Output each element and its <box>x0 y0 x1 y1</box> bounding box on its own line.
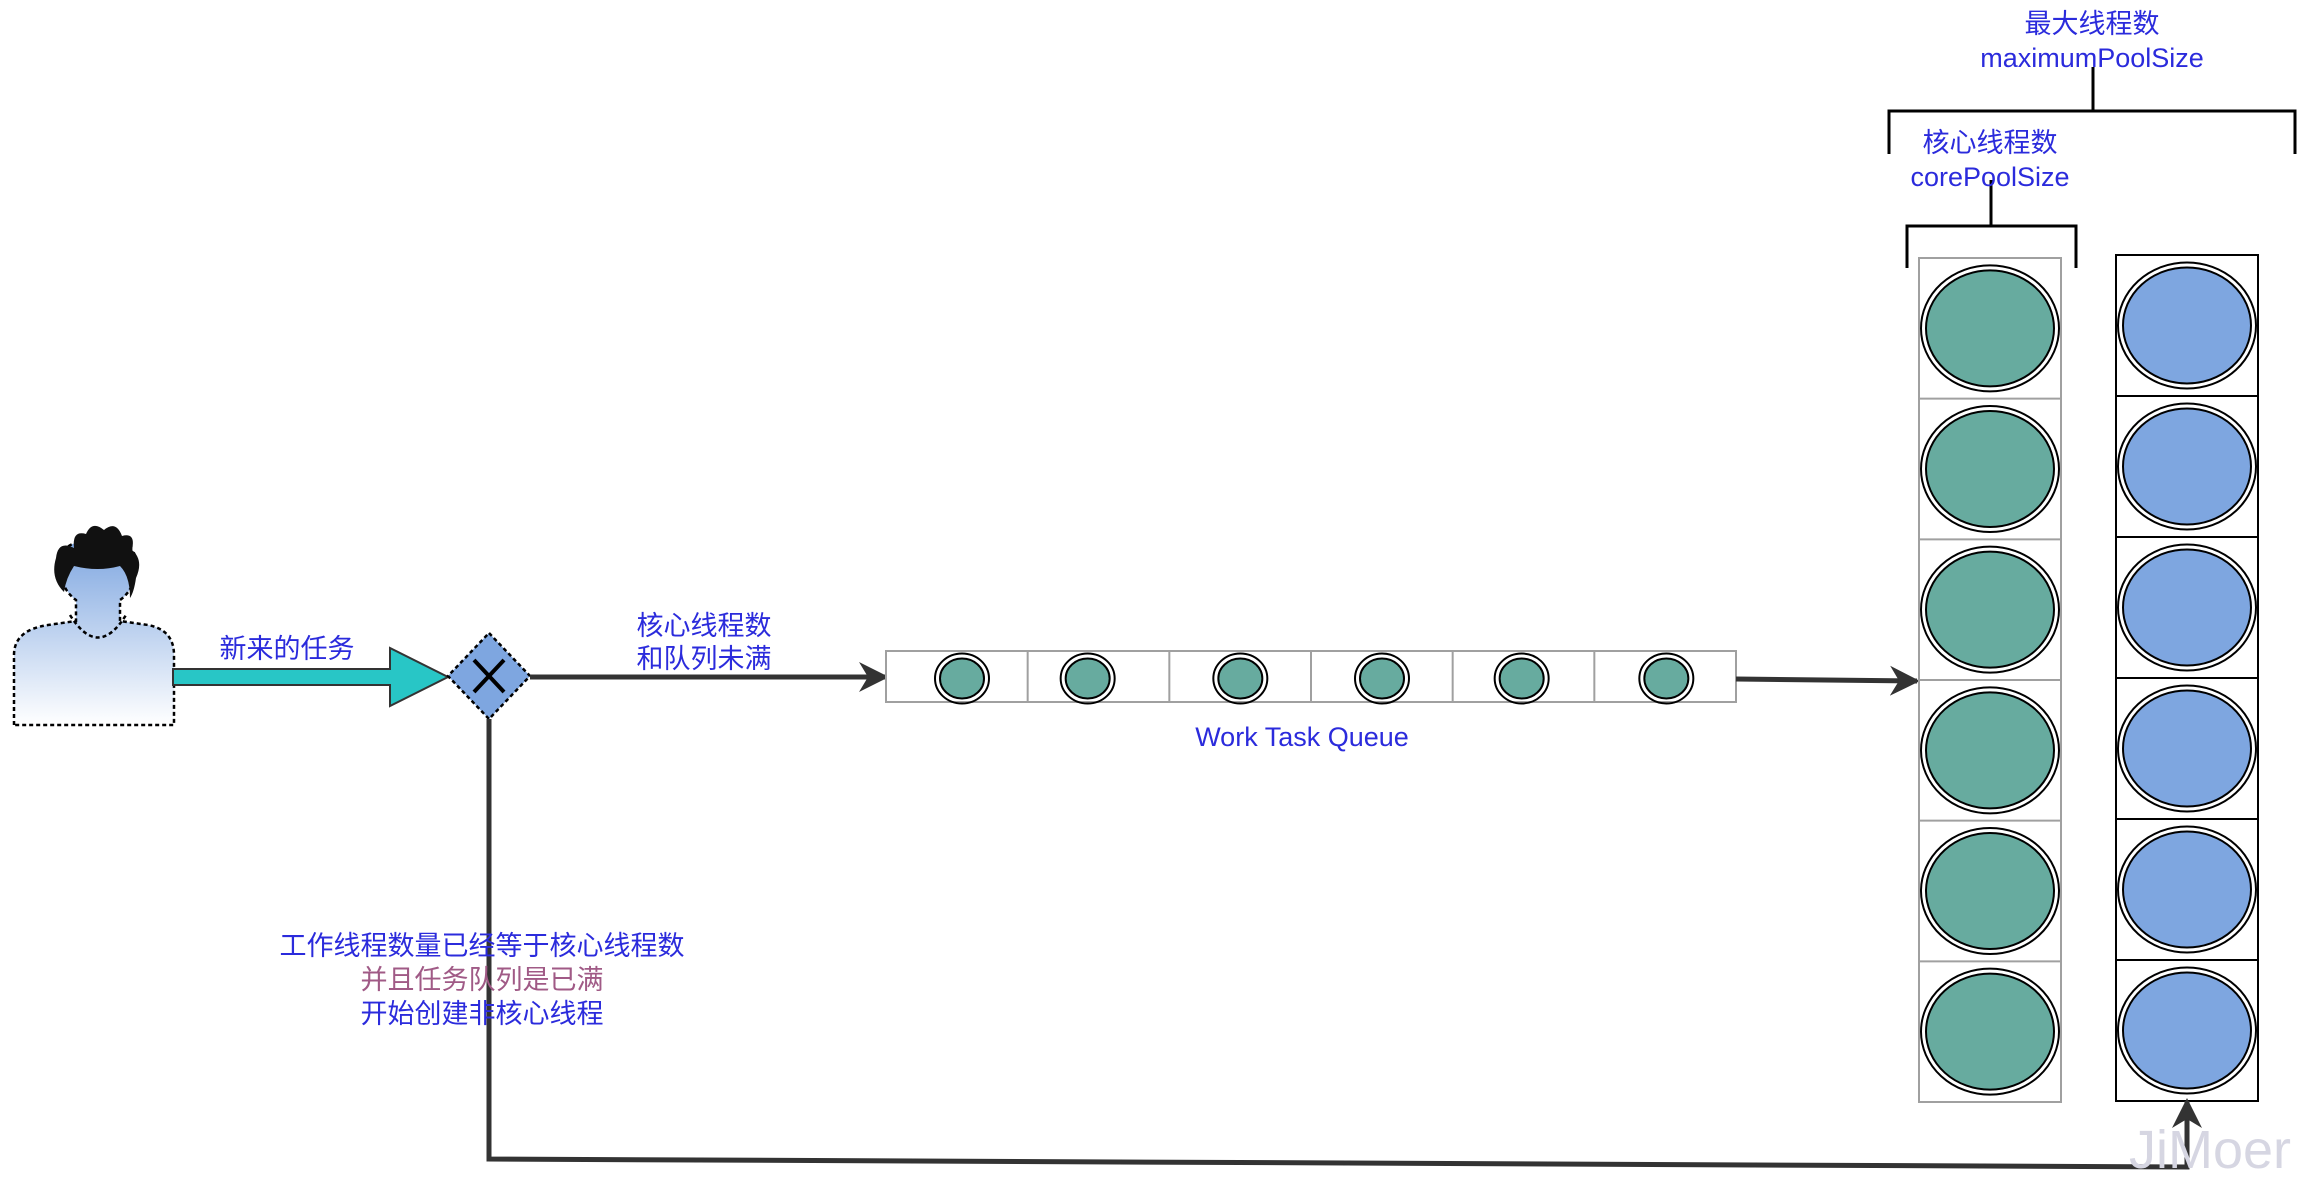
queue-name-label: Work Task Queue <box>1195 722 1409 752</box>
queue-condition-line2: 和队列未满 <box>637 644 772 674</box>
core-thread-column <box>1918 257 2062 1103</box>
queued-task <box>1493 652 1550 705</box>
queued-task <box>1354 652 1410 705</box>
watermark-text: JiMoer <box>2129 1120 2291 1180</box>
noncore-thread <box>2117 684 2257 813</box>
work-task-queue <box>885 650 1737 705</box>
noncore-condition-line1: 工作线程数量已经等于核心线程数 <box>280 931 685 961</box>
noncore-thread <box>2117 966 2257 1095</box>
core-pool-title: 核心线程数 <box>1923 128 2058 158</box>
incoming-task-arrow <box>172 646 451 708</box>
core-thread <box>1920 405 2060 533</box>
core-thread <box>1920 967 2060 1096</box>
core-pool-param: corePoolSize <box>1910 162 2069 192</box>
max-pool-param: maximumPoolSize <box>1980 43 2204 73</box>
queued-task <box>1059 652 1116 705</box>
core-pool-bracket <box>1905 180 2078 268</box>
core-thread <box>1920 264 2060 393</box>
noncore-condition-line2: 并且任务队列是已满 <box>361 965 604 995</box>
new-task-label: 新来的任务 <box>220 634 355 664</box>
core-thread <box>1920 827 2060 955</box>
noncore-thread-column <box>2115 254 2259 1102</box>
noncore-thread <box>2117 261 2257 390</box>
core-thread <box>1920 686 2060 815</box>
max-pool-title: 最大线程数 <box>2025 9 2160 39</box>
queued-task <box>1638 652 1695 705</box>
noncore-thread <box>2117 825 2257 954</box>
max-pool-bracket <box>1887 67 2297 154</box>
queued-task <box>934 652 990 705</box>
core-thread <box>1920 545 2060 674</box>
noncore-condition-line3: 开始创建非核心线程 <box>361 999 604 1029</box>
person-icon <box>12 525 176 727</box>
queue-condition-line1: 核心线程数 <box>637 611 772 641</box>
queued-task <box>1212 652 1269 705</box>
exclusive-gateway-icon <box>446 631 532 721</box>
queue-to-core-connector <box>1735 665 1920 696</box>
noncore-thread <box>2117 543 2257 672</box>
gateway-to-noncore-connector <box>486 719 2202 1170</box>
noncore-thread <box>2117 402 2257 531</box>
